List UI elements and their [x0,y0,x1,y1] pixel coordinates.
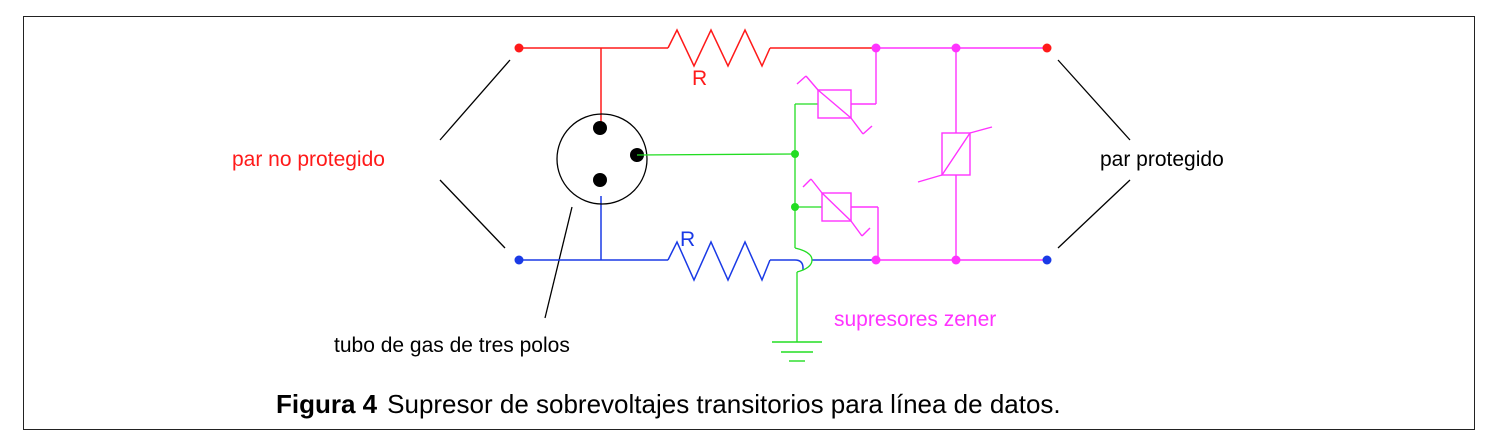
three-pole-gas-tube-icon [556,113,648,205]
unprotected-pair-label: par no protegido [232,148,385,171]
terminal-unprotected-top [514,43,524,53]
figure-caption-text: Supresor de sobrevoltajes transitorios p… [387,389,1061,419]
terminal-protected-bottom [1042,255,1052,265]
terminal-unprotected-bottom [514,255,524,265]
zener-suppressor-middle-icon [802,178,871,237]
resistor-top-label: R [692,67,708,90]
zener-suppressor-right-icon [917,126,993,183]
gas-tube-label: tubo de gas de tres polos [334,334,570,357]
figure-number: Figura 4 [276,389,378,419]
protected-pair-label: par protegido [1100,148,1224,171]
ground-network [636,103,822,342]
bottom-unprotected-line [519,196,876,270]
figure-frame [23,16,1475,430]
resistor-bottom-label: R [680,228,696,251]
resistor-bottom-icon [667,240,771,282]
zener-suppressor-top-icon [796,75,873,135]
figure-caption: Figura 4 Supresor de sobrevoltajes transi… [276,389,1061,420]
resistor-top-icon [667,28,771,68]
ground-junctions [791,150,799,211]
label-bracket-lines [439,59,1131,319]
terminals [514,43,1052,265]
zener-network [851,47,1047,261]
top-unprotected-line [519,47,876,124]
terminal-protected-top [1042,43,1052,53]
zener-suppressors-label: supresores zener [834,308,997,331]
ground-icon [772,341,822,362]
zener-junctions [871,43,961,265]
